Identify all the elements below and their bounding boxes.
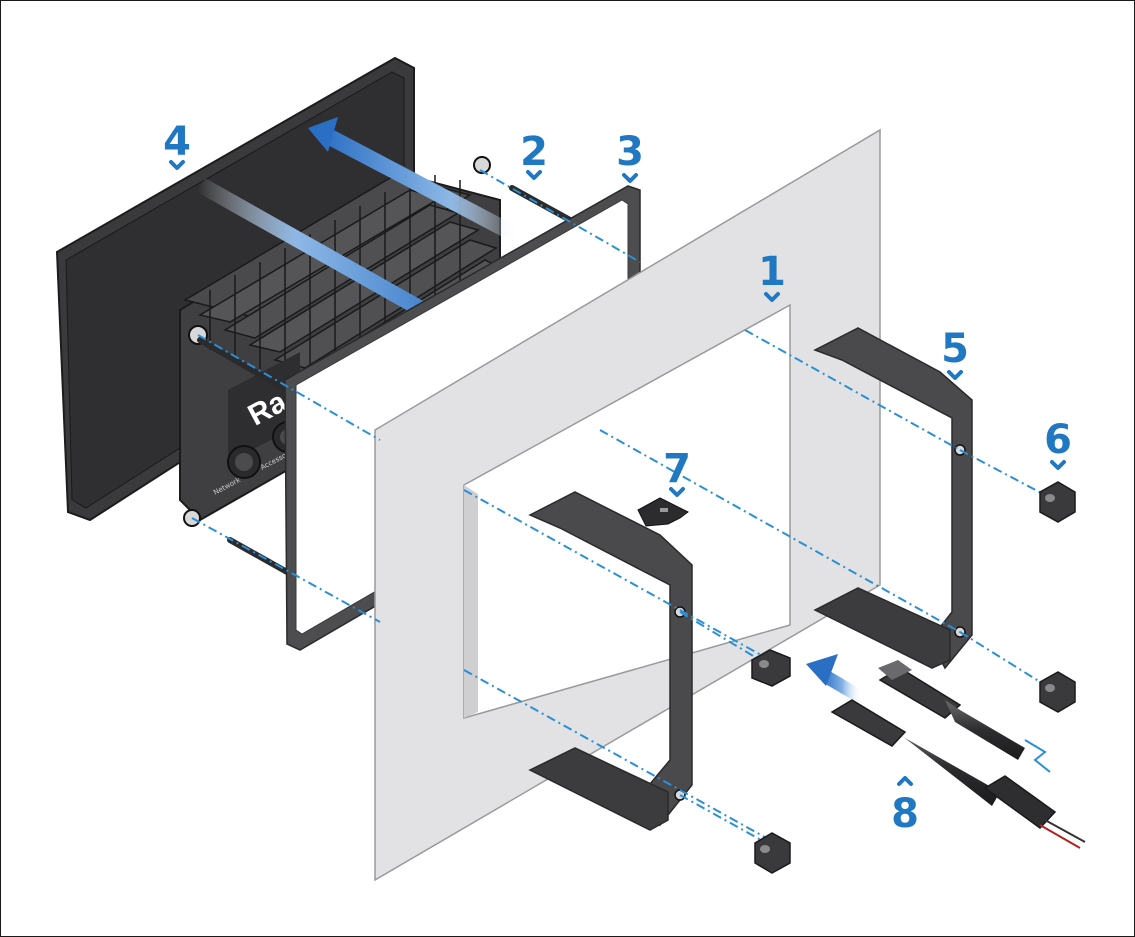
svg-text:7: 7 xyxy=(663,446,691,492)
thumb-nut-top-right xyxy=(1039,481,1076,523)
svg-text:2: 2 xyxy=(520,129,548,175)
thumb-nuts xyxy=(751,481,1076,874)
callout-3: 3 xyxy=(616,129,644,183)
svg-text:3: 3 xyxy=(616,129,644,175)
cable-lower xyxy=(830,699,1086,849)
thumb-nut-center xyxy=(751,649,791,687)
panel-cutout-shadow xyxy=(464,485,478,718)
cables xyxy=(830,660,1086,849)
callout-5: 5 xyxy=(941,326,969,380)
callout-6: 6 xyxy=(1044,417,1072,470)
svg-text:5: 5 xyxy=(941,326,969,372)
brand-plate xyxy=(228,352,300,462)
callout-2: 2 xyxy=(520,129,548,180)
insert-arrow-icon xyxy=(806,654,862,702)
callout-8: 8 xyxy=(891,776,919,837)
callout-1: 1 xyxy=(758,249,786,302)
callout-7: 7 xyxy=(663,446,691,497)
callout-4: 4 xyxy=(163,119,191,170)
thumb-nut-left-bottom xyxy=(754,832,791,874)
cable-break-icon xyxy=(1024,739,1051,773)
mounting-panel xyxy=(374,128,881,882)
alignment-lines xyxy=(191,169,1046,846)
svg-text:8: 8 xyxy=(891,791,919,837)
boss-top-right xyxy=(473,156,491,174)
svg-text:4: 4 xyxy=(163,119,191,165)
microsd-card xyxy=(637,497,689,527)
bracket-right xyxy=(813,327,973,670)
svg-text:1: 1 xyxy=(758,249,786,295)
svg-text:6: 6 xyxy=(1044,417,1072,463)
cable-upper xyxy=(878,660,1025,760)
thumb-nut-bottom-right xyxy=(1039,671,1076,713)
